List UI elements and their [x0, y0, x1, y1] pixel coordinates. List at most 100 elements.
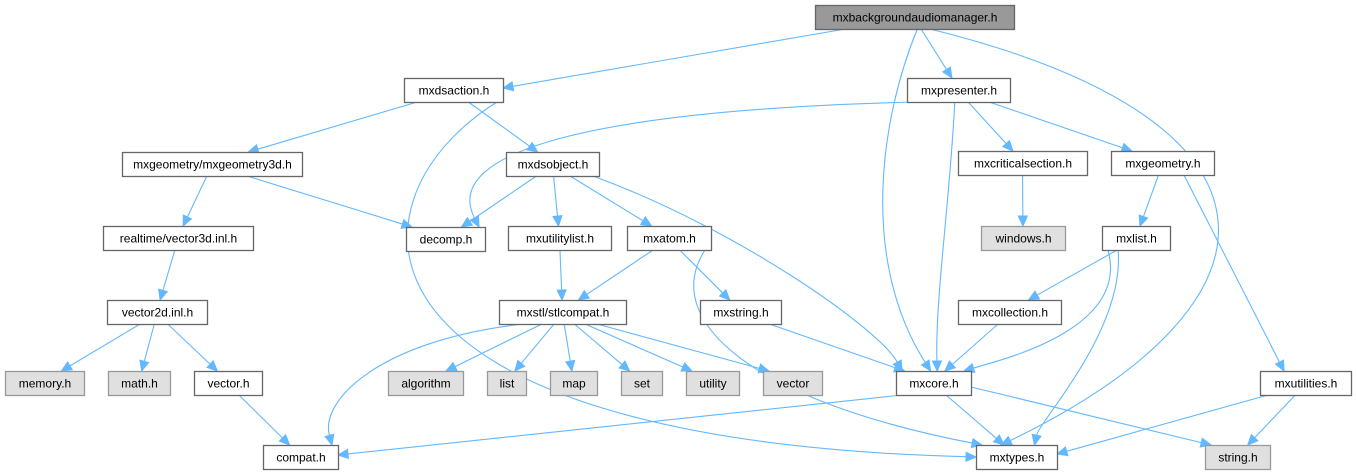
node-label: mxcriticalsection.h [974, 157, 1072, 171]
node-mxstring[interactable]: mxstring.h [699, 299, 783, 326]
node-box [957, 150, 1089, 177]
node-box [980, 225, 1067, 252]
edge-mxutilitylist-to-stlcompat [559, 249, 563, 291]
node-label: vector [777, 377, 810, 391]
node-box [121, 151, 304, 178]
edge-mxatom-to-stlcompat [586, 249, 654, 295]
node-label: windows.h [994, 232, 1051, 246]
edge-stlcompat-to-utility [584, 323, 684, 368]
arrowhead-icon [1274, 359, 1285, 373]
node-mxgeometry3d[interactable]: mxgeometry/mxgeometry3d.h [121, 151, 304, 178]
node-box [1110, 150, 1216, 177]
node-label: realtime/vector3d.inl.h [120, 232, 237, 246]
arrowhead-icon [718, 288, 731, 301]
node-label: mxgeometry.h [1125, 157, 1200, 171]
node-label: mxdsobject.h [518, 158, 589, 172]
edge-mxdsobject-to-mxcore [592, 175, 898, 363]
node-box [685, 370, 741, 397]
node-utility: utility [685, 370, 741, 397]
node-mxcriticalsection[interactable]: mxcriticalsection.h [957, 150, 1089, 177]
node-label: mxdsaction.h [419, 84, 490, 98]
node-label: mxcore.h [909, 377, 958, 391]
arrowhead-icon [514, 359, 526, 372]
node-mxutilities[interactable]: mxutilities.h [1259, 370, 1353, 397]
root-node[interactable]: mxbackgroundaudiomanager.h [814, 4, 1016, 31]
node-box [626, 225, 713, 252]
arrowhead-icon [158, 288, 169, 302]
arrowhead-icon [182, 214, 193, 228]
node-label: mxtypes.h [990, 451, 1045, 465]
node-box [403, 77, 505, 104]
node-label: mxstl/stlcompat.h [517, 306, 610, 320]
edge-vector2d-to-vector_h [167, 323, 211, 365]
edge-mxutilities-to-mxtypes [1066, 394, 1269, 452]
arrowhead-icon [206, 359, 219, 372]
node-mxpresenter[interactable]: mxpresenter.h [906, 77, 1012, 104]
node-mxatom[interactable]: mxatom.h [626, 225, 713, 252]
node-memory: memory.h [4, 370, 86, 397]
node-mxcollection[interactable]: mxcollection.h [957, 299, 1063, 326]
edge-mxgeometry-to-mxutilities [1183, 174, 1280, 363]
node-box [549, 370, 599, 397]
node-label: memory.h [19, 377, 71, 391]
node-label: math.h [121, 377, 158, 391]
arrowhead-icon [1027, 290, 1041, 301]
edge-mxpresenter-to-mxcore [936, 101, 956, 362]
node-label: algorithm [401, 377, 450, 391]
node-label: mxpresenter.h [921, 84, 997, 98]
node-label: mxbackgroundaudiomanager.h [833, 11, 998, 25]
node-label: vector.h [207, 377, 249, 391]
arrowhead-icon [920, 359, 932, 373]
nodes-layer: mxbackgroundaudiomanager.h mxdsaction.h mx… [4, 4, 1353, 471]
node-label: map [562, 377, 586, 391]
node-mxtypes[interactable]: mxtypes.h [975, 444, 1059, 471]
edge-vector2d-to-math [143, 323, 155, 362]
node-vector3d[interactable]: realtime/vector3d.inl.h [102, 225, 255, 252]
arrowhead-icon [444, 361, 458, 372]
node-vector2d[interactable]: vector2d.inl.h [106, 299, 209, 326]
edge-mxdsaction-to-mxtypes [406, 101, 967, 458]
node-box [106, 299, 209, 326]
edge-stlcompat-to-algorithm [454, 323, 543, 368]
arrowhead-icon [992, 434, 1005, 446]
node-box [387, 370, 465, 397]
node-label: vector2d.inl.h [122, 306, 193, 320]
edge-mxlist-to-mxcore [973, 249, 1111, 369]
node-box [102, 225, 255, 252]
node-box [1259, 370, 1353, 397]
arrowhead-icon [577, 289, 591, 301]
node-mxdsobject[interactable]: mxdsobject.h [505, 151, 601, 178]
node-map: map [549, 370, 599, 397]
node-label: string.h [1218, 451, 1257, 465]
arrowhead-icon [931, 360, 943, 373]
arrowhead-icon [1138, 214, 1149, 228]
node-mxgeometry[interactable]: mxgeometry.h [1110, 150, 1216, 177]
node-label: mxgeometry/mxgeometry3d.h [133, 158, 292, 172]
arrowhead-icon [639, 216, 653, 227]
node-vector_h[interactable]: vector.h [193, 370, 264, 397]
node-stlcompat[interactable]: mxstl/stlcompat.h [498, 299, 628, 326]
node-vector: vector [762, 370, 824, 397]
edge-stlcompat-to-map [563, 323, 571, 362]
node-mxdsaction[interactable]: mxdsaction.h [403, 77, 505, 104]
node-label: decomp.h [420, 233, 473, 247]
node-mxcore[interactable]: mxcore.h [895, 370, 973, 397]
node-decomp[interactable]: decomp.h [405, 226, 487, 253]
edge-vector_h-to-compat [238, 394, 283, 439]
node-mxlist[interactable]: mxlist.h [1101, 225, 1172, 252]
node-compat[interactable]: compat.h [262, 444, 340, 471]
edge-mxdsaction-to-mxgeometry3d [257, 101, 418, 150]
node-windows: windows.h [980, 225, 1067, 252]
node-label: mxstring.h [713, 306, 768, 320]
arrowhead-icon [1017, 215, 1029, 228]
node-box [975, 444, 1059, 471]
node-math: math.h [107, 370, 172, 397]
edge-mxutilities-to-string_h [1254, 394, 1296, 439]
arrowhead-icon [552, 215, 563, 228]
edge-mxdsobject-to-mxutilitylist [553, 175, 559, 217]
edge-vector3d-to-vector2d [162, 249, 176, 291]
node-box [906, 77, 1012, 104]
edge-mxatom-to-mxstring [679, 249, 724, 294]
edge-mxgeometry-to-mxlist [1142, 174, 1160, 217]
node-mxutilitylist[interactable]: mxutilitylist.h [507, 225, 613, 252]
